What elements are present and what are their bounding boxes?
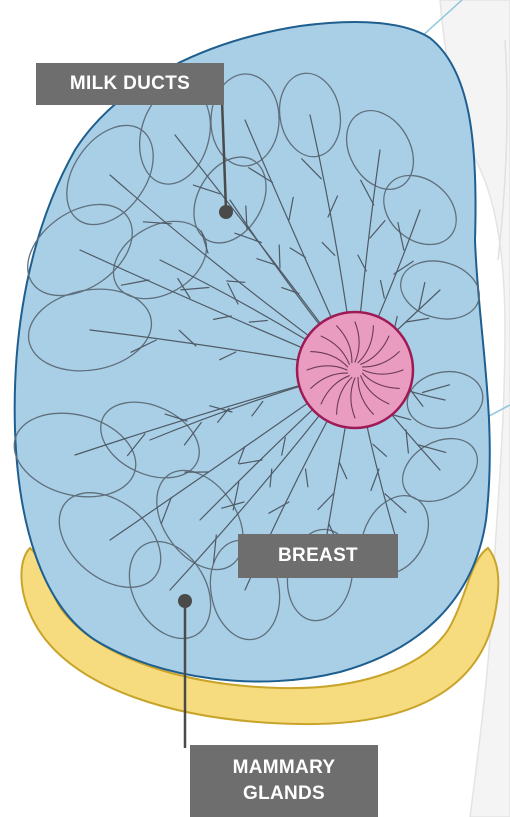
mammary-glands-pointer-dot [178,594,192,608]
milk-ducts-label: MILK DUCTS [36,63,224,105]
areola [297,312,413,428]
mammary-glands-label-line2: GLANDS [243,781,325,807]
mammary-glands-label-line1: MAMMARY [233,755,336,781]
milk-ducts-pointer-dot [219,205,233,219]
breast-outline [15,22,490,682]
milk-duct-branch [279,245,280,268]
mammary-glands-label: MAMMARY GLANDS [190,745,378,817]
breast-label: BREAST [238,534,398,578]
